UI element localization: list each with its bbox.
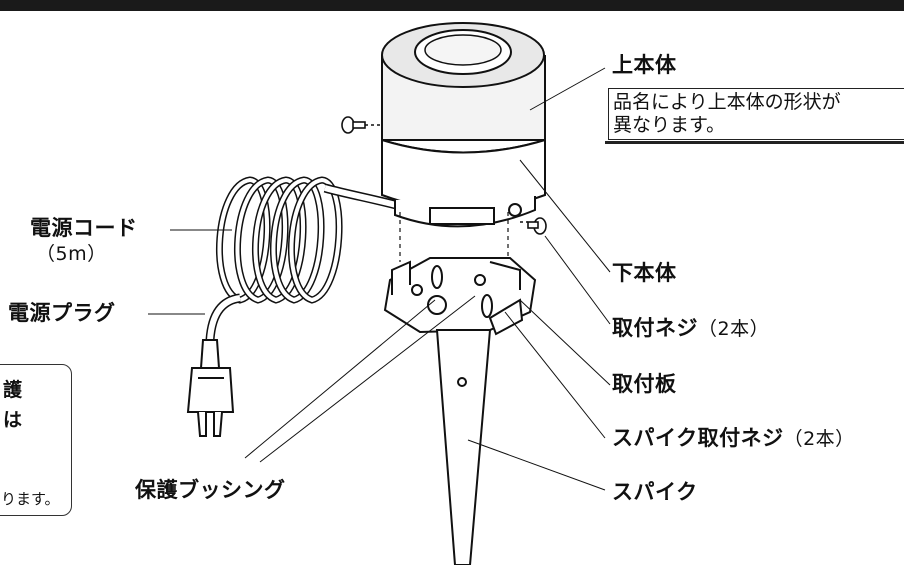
mount-screw-label: 取付ネジ（2本） (612, 318, 769, 339)
lower-body-illustration (381, 138, 546, 228)
lower-body-label: 下本体 (612, 261, 677, 285)
spike-illustration (435, 329, 492, 565)
mount-screws-illustration (341, 116, 547, 235)
power-cord-length-label: （5m） (36, 243, 107, 265)
upper-body-note: 品名により上本体の形状が 異なります。 (605, 88, 904, 144)
upper-body-note-line2: 異なります。 (613, 114, 726, 136)
power-cord-illustration (205, 176, 417, 341)
mount-screw-text: 取付ネジ (612, 316, 698, 340)
left-note-box: 護 は ります。 (0, 364, 72, 516)
upper-body-label: 上本体 (612, 53, 677, 77)
left-note-line2: は (3, 409, 23, 431)
upper-body-illustration (381, 22, 546, 154)
mount-plate-label: 取付板 (612, 372, 677, 396)
left-note-tail: ります。 (1, 490, 60, 508)
spike-screw-label: スパイク取付ネジ（2本） (612, 428, 855, 449)
spike-screw-qty: （2本） (783, 428, 855, 450)
power-cord-label: 電源コード (30, 216, 138, 240)
spike-screw-text: スパイク取付ネジ (612, 426, 784, 450)
left-note-line1: 護 (3, 379, 23, 401)
spike-label: スパイク (612, 480, 698, 504)
protect-bushing-label: 保護ブッシング (135, 478, 286, 502)
power-plug-label: 電源プラグ (8, 301, 116, 325)
header-bar (0, 0, 904, 11)
upper-body-note-line1: 品名により上本体の形状が (613, 91, 841, 113)
mount-plate-illustration (383, 257, 537, 336)
power-plug-illustration (186, 339, 235, 437)
mount-screw-qty: （2本） (698, 318, 770, 340)
